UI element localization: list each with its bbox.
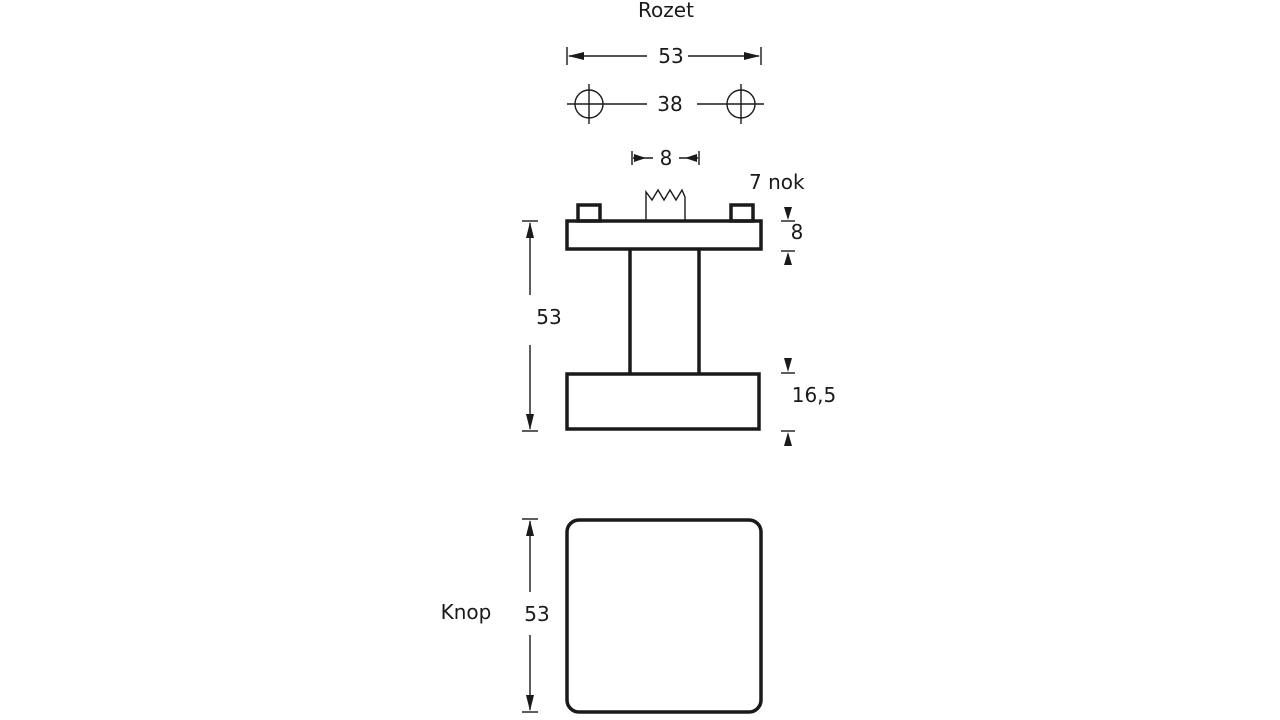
- rozet-title: Rozet: [638, 0, 694, 22]
- knob-front-square: [565, 518, 763, 714]
- nok-label: 7 nok: [749, 170, 805, 194]
- rosette-plate: [565, 203, 763, 251]
- knop-size-dimension: [522, 518, 538, 713]
- plate-thickness-value: 8: [791, 220, 804, 244]
- rozet-width-value: 53: [658, 44, 683, 68]
- spindle-width-value: 8: [660, 146, 673, 170]
- total-height-value: 53: [536, 305, 561, 329]
- knop-title: Knop: [441, 600, 492, 624]
- rozet-hole-spacing-value: 38: [657, 92, 682, 116]
- knob-thickness-value: 16,5: [792, 383, 837, 407]
- screw-hole-left-icon: [567, 84, 611, 124]
- rozet-hole-spacing-dimension: [567, 84, 764, 124]
- knob-side-body: [565, 372, 761, 431]
- plate-thickness-dimension: [781, 207, 795, 265]
- total-height-dimension: [522, 220, 538, 432]
- spindle-teeth-icon: [645, 188, 686, 221]
- knob-thickness-dimension: [781, 358, 795, 446]
- spindle-width-dimension: [631, 151, 700, 165]
- rozet-width-dimension: [566, 47, 762, 65]
- knob-neck: [628, 249, 701, 374]
- screw-hole-right-icon: [718, 84, 764, 124]
- knop-size-value: 53: [524, 602, 549, 626]
